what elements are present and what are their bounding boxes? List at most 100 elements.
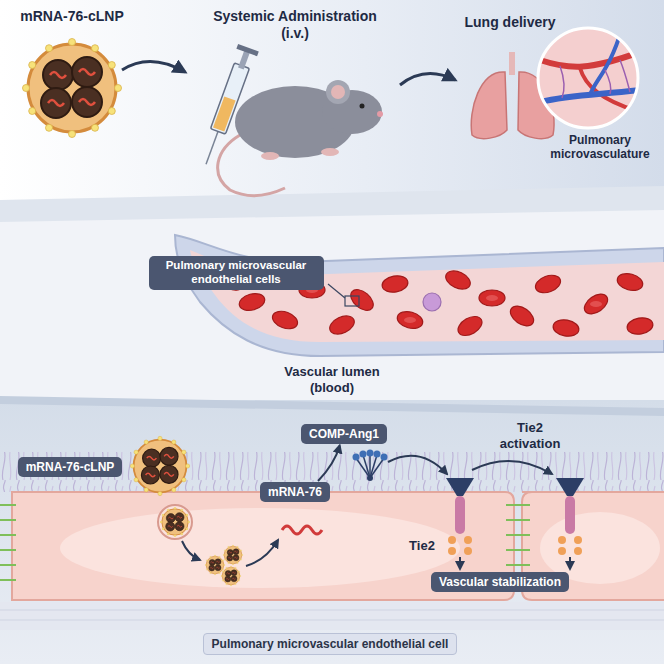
endothelium-part xyxy=(0,602,664,630)
comp-ang1-molecule-part-part xyxy=(370,458,384,478)
blood-vessel-part-part xyxy=(270,308,300,332)
comp-ang1-molecule-part-part xyxy=(367,450,374,457)
blood-vessel-part-part xyxy=(486,295,498,301)
uptake-pathway-part xyxy=(282,526,322,534)
flow-arrows-top-part xyxy=(122,61,185,72)
particle-label-box: mRNA-76-cLNP xyxy=(18,457,123,477)
comp-ang1-molecule-part-part xyxy=(370,455,377,478)
blood-vessel-part-part xyxy=(381,274,409,294)
endothelium-part xyxy=(0,505,530,580)
uptake-pathway-part xyxy=(130,436,189,495)
process-label: Tie2 activation xyxy=(490,420,570,451)
panel-grounds-part xyxy=(0,396,664,416)
blood-vessel-part-part xyxy=(552,318,580,338)
outcome-box: Vascular stabilization xyxy=(431,572,569,592)
tie2-receptors-part xyxy=(455,496,465,534)
blood-vessel-part xyxy=(175,235,664,356)
uptake-pathway xyxy=(130,436,322,586)
microvasculature-zoom-part xyxy=(538,28,638,128)
blood-vessel-part xyxy=(328,284,345,298)
step-title: Lung delivery xyxy=(455,14,565,31)
blood-vessel-part-part xyxy=(507,302,537,330)
mouse-part xyxy=(360,104,365,109)
blood-vessel-part xyxy=(423,293,441,311)
blood-vessel-part-part xyxy=(626,316,654,336)
blood-vessel-part-part xyxy=(479,290,505,306)
mouse xyxy=(218,80,383,196)
uptake-pathway-part xyxy=(221,566,241,586)
nanoparticle-top xyxy=(23,39,122,138)
flow-arrows-top-part xyxy=(400,74,455,85)
tie2-receptors-part xyxy=(558,547,566,555)
syringe-part xyxy=(238,51,250,70)
uptake-pathway-part xyxy=(223,545,243,565)
blood-vessel-part-part xyxy=(581,290,611,318)
region-label: Pulmonary microvasculature xyxy=(540,133,660,162)
lungs-part xyxy=(509,52,515,75)
blood-vessel-part-part xyxy=(395,309,424,331)
cell-label-box: Pulmonary microvascular endothelial cell… xyxy=(149,256,324,290)
endothelium-part-part xyxy=(506,564,530,566)
comp-ang1-molecule-part-part xyxy=(374,451,381,458)
panel-grounds-part xyxy=(0,400,664,664)
lungs-part xyxy=(471,72,507,139)
comp-ang1-molecule-part-part xyxy=(356,458,370,478)
microvasculature-zoom-part-part xyxy=(540,52,640,67)
blood-vessel-part xyxy=(345,296,359,306)
receptor-label: Tie2 xyxy=(400,538,444,554)
tie2-receptors-part xyxy=(460,557,570,569)
tie2-receptors-part xyxy=(565,496,575,534)
node-text: mRNA-76-cLNP xyxy=(26,460,115,474)
tie2-receptors-part xyxy=(446,478,474,496)
mrna-label-box: mRNA-76 xyxy=(260,482,330,502)
blood-vessel-part-part xyxy=(443,267,473,292)
tie2-receptors xyxy=(446,478,584,569)
syringe-part xyxy=(206,131,218,164)
activation-arrows xyxy=(388,456,552,474)
endothelium-part-part xyxy=(0,534,16,536)
syringe-part xyxy=(213,96,236,131)
uptake-pathway-part xyxy=(158,505,192,539)
comp-ang1-molecule-part xyxy=(367,475,373,481)
blood-vessel-part-part xyxy=(347,286,377,315)
blood-vessel-part xyxy=(306,287,602,323)
comp-ang1-molecule-part xyxy=(356,454,384,478)
comp-ang1-molecule-part-part xyxy=(381,454,388,461)
endothelium-part-part xyxy=(0,564,16,566)
blood-vessel-part-part xyxy=(533,272,563,296)
tie2-receptors-part-part xyxy=(459,557,461,569)
protein-label-box: COMP-Ang1 xyxy=(301,424,387,444)
tie2-receptors-part xyxy=(448,536,456,544)
blood-vessel-part-part xyxy=(237,291,266,313)
flow-arrow xyxy=(318,445,340,481)
endothelium-part-part xyxy=(0,549,16,551)
blood-vessel xyxy=(175,235,664,356)
endothelium-part-part xyxy=(506,504,530,506)
syringe xyxy=(196,44,259,168)
microvasculature-zoom xyxy=(538,28,640,128)
activation-arrows-part xyxy=(388,456,447,474)
syringe-part xyxy=(210,63,249,134)
uptake-pathway-part xyxy=(160,507,190,537)
uptake-pathway-part-part xyxy=(246,540,278,566)
tie2-receptors-part xyxy=(448,547,456,555)
uptake-pathway-part xyxy=(205,555,225,575)
tie2-receptors-part xyxy=(464,536,472,544)
endothelium-part xyxy=(0,610,664,620)
blood-vessel-part-part xyxy=(404,317,416,323)
microvasculature-zoom-part-part xyxy=(560,60,630,98)
endothelium-part xyxy=(60,508,460,588)
mouse-part xyxy=(377,111,383,117)
node-text: COMP-Ang1 xyxy=(309,427,379,441)
region-label: Vascular lumen (blood) xyxy=(277,364,387,395)
uptake-pathway-part-part xyxy=(182,541,200,560)
uptake-pathway-part xyxy=(182,540,278,566)
node-text: mRNA-76 xyxy=(268,485,322,499)
endothelium xyxy=(0,452,664,630)
endothelium-part-part xyxy=(0,579,16,581)
tie2-receptors-part xyxy=(574,536,582,544)
flow-arrows-top xyxy=(122,61,455,85)
tie2-receptors-part xyxy=(556,478,584,496)
blood-vessel-part-part xyxy=(455,313,486,340)
